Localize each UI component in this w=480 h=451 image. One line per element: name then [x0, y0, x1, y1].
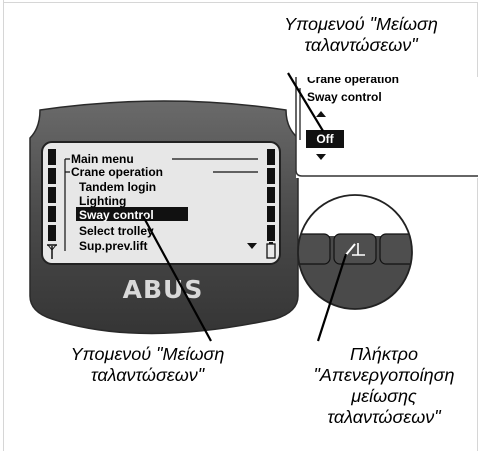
- brand-logo: ABUS: [123, 275, 204, 304]
- menu-group-label: Crane operation: [71, 165, 163, 179]
- left-softkey-bar-3: [48, 187, 56, 203]
- value-down-arrow-icon[interactable]: [316, 154, 326, 160]
- sway-off-softkey-icon[interactable]: [344, 243, 365, 257]
- right-softkey-bar-4: [267, 206, 275, 222]
- scroll-down-arrow-icon: [247, 243, 257, 249]
- zoom-item-label: Sway control: [307, 90, 382, 104]
- frame-left-border: [3, 0, 4, 451]
- left-softkey-bar-5: [48, 225, 56, 241]
- menu-item-sup-prev-lift[interactable]: Sup.prev.lift: [79, 239, 147, 253]
- menu-title: Main menu: [71, 152, 134, 166]
- caption-bottom-right-line-2: "Απενεργοποίηση: [313, 365, 455, 385]
- leader-lines: [142, 72, 348, 342]
- leader-top: [287, 72, 324, 132]
- zoom-parent-label: Crane operation: [307, 72, 399, 86]
- menu-item-sway-control[interactable]: Sway control: [79, 208, 154, 222]
- leader-bottom-right: [316, 253, 348, 342]
- antenna-icon: [47, 244, 57, 259]
- right-softkey-bar-5: [267, 225, 275, 241]
- right-softkey-bar-2: [267, 168, 275, 184]
- caption-bottom-left-line-1: Υπομενού "Μείωση: [70, 344, 225, 364]
- submenu-zoom-panel: Crane operation Sway control Off: [295, 72, 478, 178]
- leader-bottom-left: [142, 215, 212, 342]
- device-display: Main menu Crane operation Tandem login L…: [41, 141, 281, 265]
- battery-icon: [266, 242, 276, 259]
- caption-bottom-right-line-3: μείωσης: [351, 386, 417, 406]
- caption-top-line-2: ταλαντώσεων": [304, 35, 418, 55]
- value-up-arrow-icon[interactable]: [316, 111, 326, 117]
- selected-item-highlight: [76, 207, 188, 221]
- right-softkey-bar-1: [267, 149, 275, 165]
- left-softkey-bar-1: [48, 149, 56, 165]
- menu-item-lighting[interactable]: Lighting: [79, 194, 126, 208]
- caption-bottom-right: Πλήκτρο "Απενεργοποίηση μείωσης ταλαντώσ…: [290, 344, 478, 428]
- zoom-panel-border: [295, 77, 478, 177]
- value-off-box[interactable]: [306, 130, 344, 148]
- menu-item-select-trolley[interactable]: Select trolley: [79, 224, 154, 238]
- right-softkey-bar-3: [267, 187, 275, 203]
- zoom-circle-border: [297, 194, 413, 310]
- caption-bottom-right-line-4: ταλαντώσεων": [327, 407, 441, 427]
- frame-top-border: [3, 2, 477, 3]
- caption-bottom-right-line-1: Πλήκτρο: [350, 344, 418, 364]
- softkey-zoom-circle: [297, 194, 413, 310]
- caption-top-line-1: Υπομενού "Μείωση: [284, 14, 438, 34]
- left-softkey-bar-2: [48, 168, 56, 184]
- caption-top: Υπομενού "Μείωση ταλαντώσεων": [250, 14, 472, 56]
- menu-item-tandem-login[interactable]: Tandem login: [79, 180, 156, 194]
- caption-bottom-left: Υπομενού "Μείωση ταλαντώσεων": [15, 344, 280, 386]
- frame-right-border: [477, 2, 478, 451]
- value-off-label: Off: [316, 132, 334, 146]
- caption-bottom-left-line-2: ταλαντώσεων": [90, 365, 205, 385]
- menu-tree-lines: [64, 158, 70, 251]
- left-softkey-bar-4: [48, 206, 56, 222]
